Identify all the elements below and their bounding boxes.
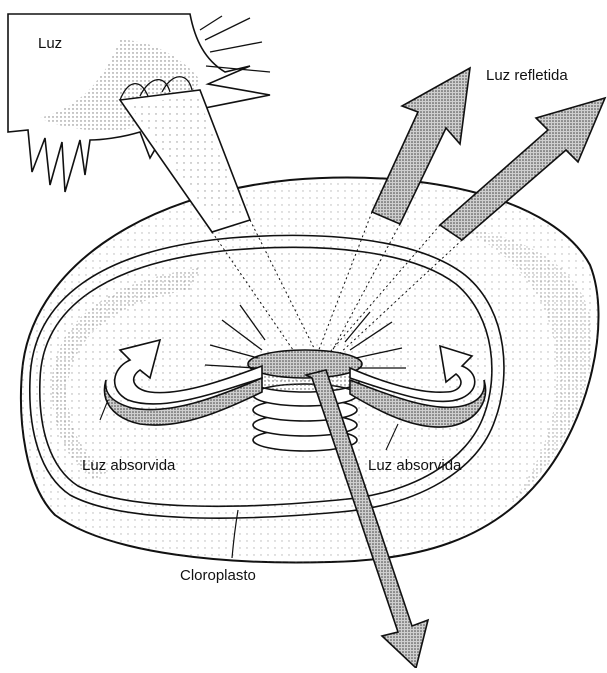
absorbed-light-label-left: Luz absorvida xyxy=(82,458,175,473)
sun-label: Luz xyxy=(38,36,62,51)
chloroplast-label: Cloroplasto xyxy=(180,568,256,583)
absorbed-light-label-right: Luz absorvida xyxy=(368,458,461,473)
reflected-light-label: Luz refletida xyxy=(486,68,568,83)
